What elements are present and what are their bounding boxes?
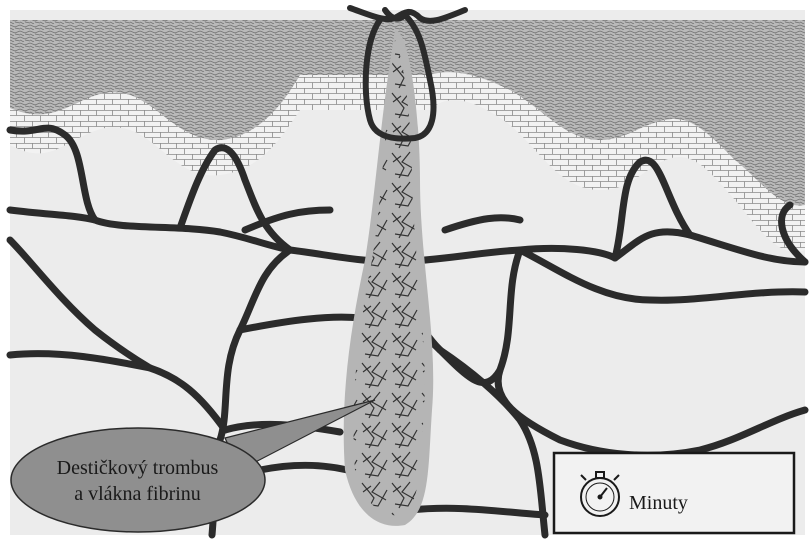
timer-label: Minuty [629, 492, 688, 515]
callout-label: Destičkový trombus a vlákna fibrinu [10, 455, 265, 507]
callout-label-line2: a vlákna fibrinu [10, 481, 265, 507]
callout-label-line1: Destičkový trombus [10, 455, 265, 481]
